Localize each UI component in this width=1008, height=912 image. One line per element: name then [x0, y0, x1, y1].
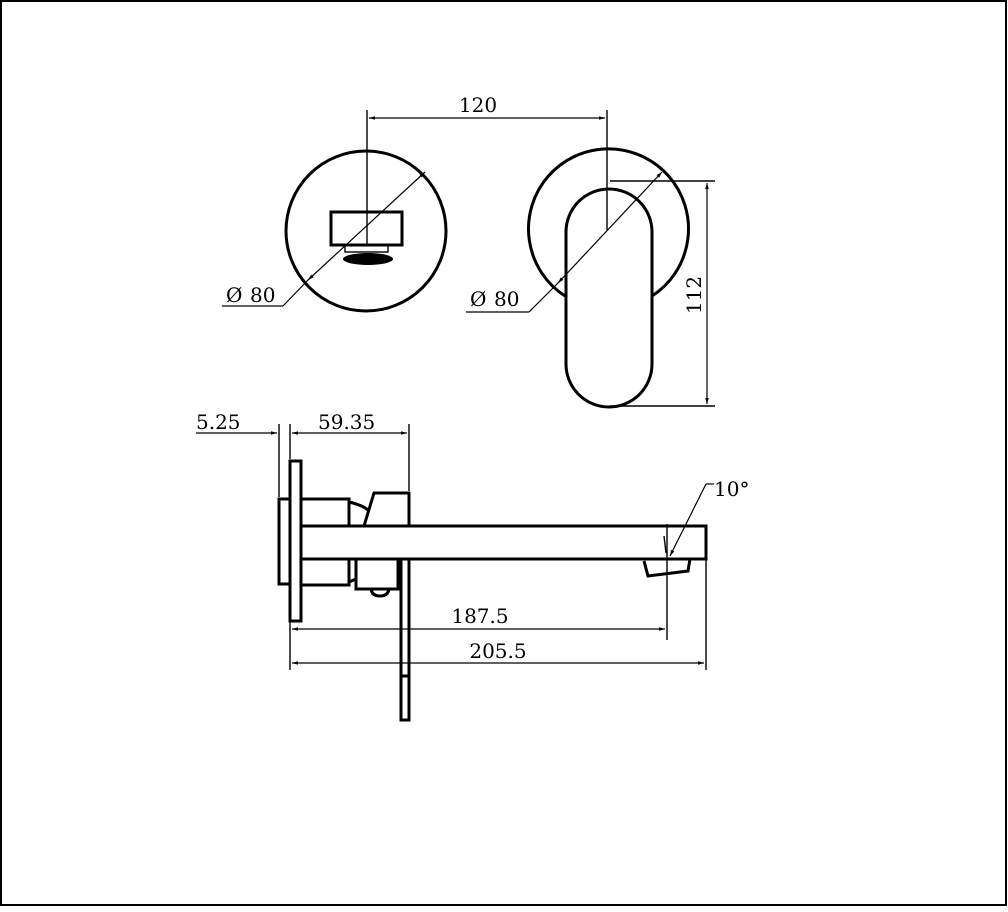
spout-plate-circle — [284, 149, 448, 313]
label-lever-height: 112 — [682, 276, 706, 314]
label-plate-offset: 5.25 — [196, 410, 241, 434]
lever-handle — [564, 187, 654, 409]
svg-text:Ø: Ø — [470, 287, 486, 311]
label-spout-angle: 10° — [714, 477, 749, 501]
mixer-cover-plate-front-view: Ø 80 112 — [466, 147, 715, 409]
label-center-distance: 120 — [459, 93, 497, 117]
svg-text:80: 80 — [250, 283, 275, 307]
label-total-reach: 205.5 — [469, 639, 526, 663]
mixer-plate-circle — [527, 147, 690, 298]
spout-cover-plate-front-view: Ø 80 — [222, 149, 448, 313]
spout-outlet — [642, 558, 692, 578]
cover-plate — [288, 459, 303, 623]
label-right-diameter: Ø 80 — [470, 287, 519, 311]
spout-aerator — [343, 253, 393, 265]
svg-text:80: 80 — [494, 287, 519, 311]
rear-plate — [277, 497, 292, 586]
label-body-depth: 59.35 — [318, 410, 375, 434]
lever-stem — [399, 557, 411, 722]
label-left-diameter: Ø 80 — [226, 283, 275, 307]
lever-side-profile — [362, 491, 411, 527]
svg-text:Ø: Ø — [226, 283, 242, 307]
label-outlet-reach: 187.5 — [451, 604, 508, 628]
side-elevation: 10° 5.25 59.35 187.5 205.5 — [196, 410, 749, 722]
spout-body — [299, 524, 708, 561]
dimension-center-distance: 120 — [366, 93, 608, 230]
